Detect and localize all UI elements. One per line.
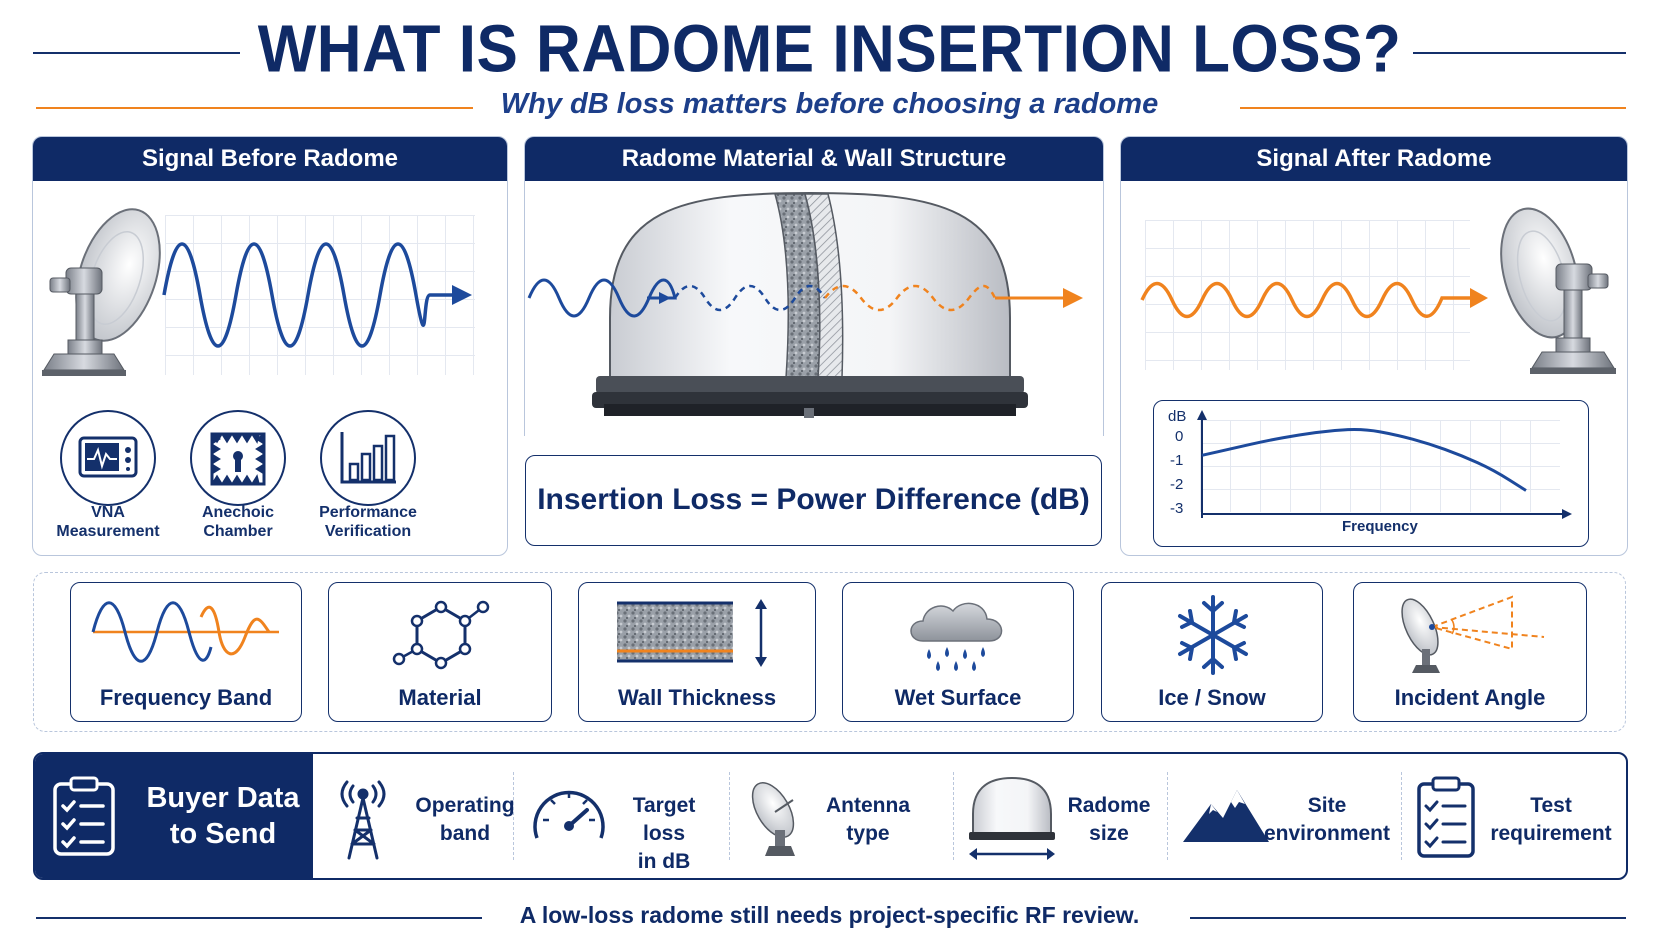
factor-ice-snow: Ice / Snow	[1101, 582, 1323, 722]
factor-label: Frequency Band	[99, 685, 273, 710]
molecule-icon	[392, 600, 490, 670]
wall-thickness-icon	[617, 599, 767, 667]
dish-icon	[751, 782, 795, 856]
incoming-wave	[162, 242, 472, 348]
page-title: WHAT IS RADOME INSERTION LOSS?	[257, 12, 1402, 87]
receiving-dish-icon	[1500, 207, 1616, 374]
gauge-icon	[533, 790, 605, 839]
chart-grid	[1200, 420, 1560, 512]
chart-ytick: 0	[1175, 428, 1184, 445]
factor-wall-thickness: Wall Thickness	[578, 582, 816, 722]
separator	[953, 772, 954, 860]
chamber-icon	[190, 410, 286, 506]
chart-ytick: -1	[1170, 452, 1184, 469]
chart-xlabel: Frequency	[1342, 518, 1418, 535]
mountain-icon	[1183, 790, 1269, 842]
chart-ytick: -2	[1170, 476, 1184, 493]
checklist-icon	[53, 776, 115, 856]
separator	[1401, 772, 1402, 860]
subtitle: Why dB loss matters before choosing a ra…	[500, 88, 1159, 120]
footer-rule-left	[36, 917, 482, 919]
factor-label: Wet Surface	[894, 685, 1022, 710]
panel-heading: Radome Material & Wall Structure	[525, 137, 1103, 181]
chart-ytick: -3	[1170, 500, 1184, 517]
subtitle-rule-left	[36, 107, 473, 109]
chart-series-line-0	[1201, 428, 1527, 492]
chart-y-arrow	[1197, 410, 1207, 420]
through-wave	[527, 278, 1083, 318]
satellite-dish-icon	[42, 208, 161, 376]
chart-unit-label: dB	[1168, 408, 1187, 425]
radome-icon	[969, 776, 1055, 860]
factor-wet-surface: Wet Surface	[842, 582, 1074, 722]
factors-container	[33, 572, 1626, 732]
snowflake-icon	[1178, 595, 1248, 675]
factor-label: Ice / Snow	[1158, 685, 1266, 710]
bar-chart-icon	[320, 410, 416, 506]
factor-label: Material	[398, 685, 482, 710]
signal-grid	[165, 215, 475, 375]
footer-note: A low-loss radome still needs project-sp…	[519, 902, 1140, 928]
panel-heading: Signal Before Radome	[33, 137, 507, 181]
factor-incident-angle: Incident Angle	[1353, 582, 1587, 722]
waveform-icon	[91, 601, 279, 663]
footer-rule-right	[1190, 917, 1626, 919]
factor-material: Material	[328, 582, 552, 722]
rain-cloud-icon	[910, 602, 1003, 671]
monitor-icon	[60, 410, 156, 506]
signal-grid	[1145, 220, 1470, 370]
factor-label: Wall Thickness	[617, 685, 777, 710]
chart-plot-area	[1197, 410, 1572, 519]
panel-heading: Signal After Radome	[1121, 137, 1627, 181]
outgoing-wave	[1140, 281, 1488, 319]
factor-label: Incident Angle	[1394, 685, 1546, 710]
title-rule-right	[1413, 52, 1626, 54]
insertion-loss-formula: Insertion Loss = Power Difference (dB)	[525, 455, 1102, 546]
chart-x-arrow	[1562, 509, 1572, 519]
separator	[513, 772, 514, 860]
incident-angle-icon	[1401, 595, 1545, 673]
antenna-tower-icon	[340, 780, 386, 860]
factor-frequency-band: Frequency Band	[70, 582, 302, 722]
separator	[1167, 772, 1168, 860]
clipboard-icon	[1417, 776, 1475, 858]
title-rule-left	[33, 52, 240, 54]
separator	[729, 772, 730, 860]
subtitle-rule-right	[1240, 107, 1626, 109]
